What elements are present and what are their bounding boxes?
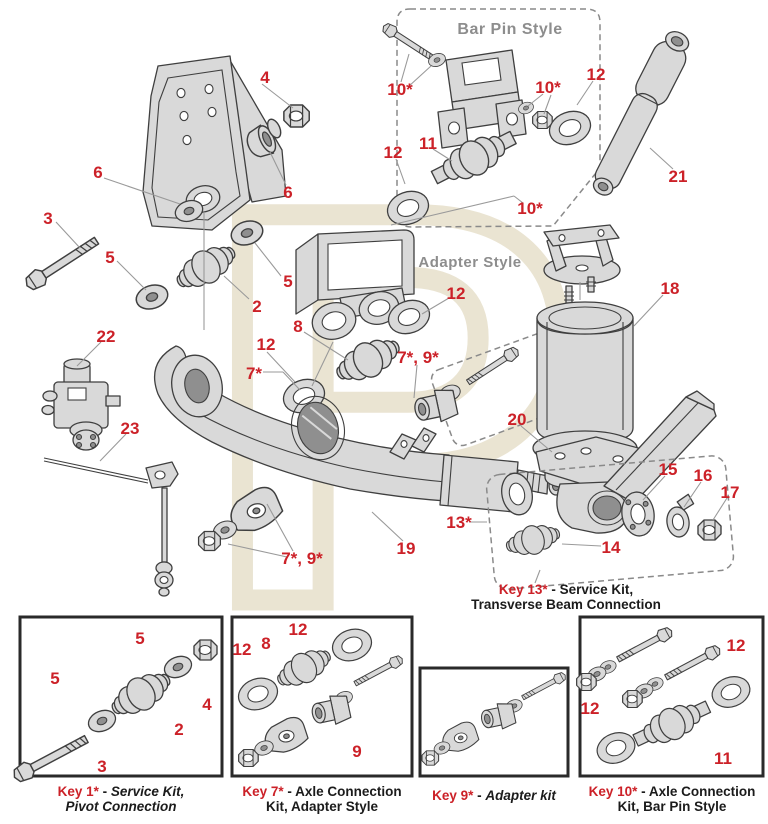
- part-callout-12-25: 12: [384, 143, 403, 162]
- key13-key: Key 13*: [498, 582, 548, 597]
- kit1-line2: Pivot Connection: [65, 799, 177, 814]
- bar-pin-kit-dashed-box: [396, 8, 601, 228]
- part-axle-seat: [295, 229, 415, 340]
- part-callout-12-10: 12: [257, 335, 276, 354]
- part-6-cup-bushing: [241, 118, 282, 163]
- part-callout-6-6: 6: [283, 183, 292, 202]
- part-callout-13*-17: 13*: [446, 513, 472, 532]
- part-callout-12-37: 12: [233, 640, 252, 659]
- part-callout-11-41: 11: [714, 749, 732, 768]
- part-callout-12-24: 12: [587, 65, 606, 84]
- part-callout-2-33: 2: [174, 720, 183, 739]
- key13-rest: - Service Kit,: [547, 582, 634, 597]
- part-callout-7*9*-16: 7*, 9*: [281, 549, 323, 568]
- adapter-style-title: Adapter Style: [418, 254, 522, 271]
- kit-caption-9: Key 9* - Adapter kit: [412, 788, 576, 803]
- part-21-shock-absorber: [592, 31, 690, 196]
- part-3-pivot-bolt: [21, 232, 103, 295]
- kit10-rest: Axle Connection: [648, 784, 756, 799]
- kit9-sep: -: [473, 788, 486, 803]
- key13-line2: Transverse Beam Connection: [471, 597, 661, 612]
- part-callout-12-40: 12: [581, 699, 600, 718]
- part-callout-7*9*-13: 7*, 9*: [397, 348, 439, 367]
- part-callout-7*-11: 7*: [246, 364, 262, 383]
- key13-caption: Key 13* - Service Kit, Transverse Beam C…: [426, 582, 706, 612]
- part-22-height-control-valve: [41, 358, 121, 451]
- part-callout-6-1: 6: [93, 163, 102, 182]
- part-16-tab-washer: [666, 493, 695, 538]
- part-7-nut: [197, 530, 222, 552]
- bar-pin-style-title: Bar Pin Style: [457, 21, 563, 38]
- part-callout-11-29: 11: [419, 134, 437, 153]
- kit7-key: Key 7*: [242, 784, 284, 799]
- kit1-sep: -: [98, 784, 111, 799]
- part-callout-21-23: 21: [669, 167, 688, 186]
- part-callout-5-4: 5: [283, 272, 292, 291]
- part-callout-10*-26: 10*: [387, 80, 413, 99]
- kit-caption-1: Key 1* - Service Kit, Pivot Connection: [20, 784, 222, 814]
- part-15-flange: [621, 491, 655, 537]
- kit9-rest: Adapter kit: [485, 788, 556, 803]
- part-callout-20-14: 20: [508, 410, 527, 429]
- kit7-sep: -: [283, 784, 296, 799]
- part-5-washer-left: [132, 280, 172, 314]
- part-23-linkage: [43, 457, 179, 597]
- part-callout-17-21: 17: [721, 483, 740, 502]
- part-callout-10*-28: 10*: [517, 199, 543, 218]
- part-10-nut: [532, 110, 553, 130]
- part-callout-2-3: 2: [252, 297, 261, 316]
- part-callout-8-9: 8: [293, 317, 302, 336]
- part-callout-8-36: 8: [261, 634, 270, 653]
- part-callout-12-35: 12: [289, 620, 308, 639]
- part-17-nut: [697, 519, 722, 541]
- part-callout-5-2: 5: [105, 248, 114, 267]
- part-callout-3-0: 3: [43, 209, 52, 228]
- kit10-sep: -: [637, 784, 649, 799]
- kit1-key: Key 1*: [57, 784, 99, 799]
- kit7-line2: Kit, Adapter Style: [265, 799, 379, 814]
- part-callout-14-18: 14: [602, 538, 621, 557]
- part-callout-15-19: 15: [659, 460, 678, 479]
- part-callout-5-31: 5: [50, 669, 59, 688]
- part-callout-5-30: 5: [135, 629, 144, 648]
- part-callout-23-8: 23: [121, 419, 140, 438]
- part-13-washer: [501, 472, 533, 516]
- kit10-key: Key 10*: [588, 784, 638, 799]
- part-callout-22-7: 22: [97, 327, 116, 346]
- part-callout-12-39: 12: [727, 636, 746, 655]
- part-frame-hanger: [142, 55, 287, 231]
- kit9-key: Key 9*: [432, 788, 474, 803]
- part-callout-12-12: 12: [447, 284, 466, 303]
- part-callout-16-20: 16: [694, 466, 713, 485]
- kit1-rest: Service Kit,: [110, 784, 185, 799]
- part-callout-10*-27: 10*: [535, 78, 561, 97]
- part-4-nut: [283, 104, 310, 128]
- part-callout-4-5: 4: [260, 68, 270, 87]
- kit10-line2: Kit, Bar Pin Style: [617, 799, 727, 814]
- part-callout-18-22: 18: [661, 279, 680, 298]
- part-callout-4-32: 4: [202, 695, 212, 714]
- key13-kit-dashed-box: [485, 455, 735, 590]
- kit-caption-10: Key 10* - Axle Connection Kit, Bar Pin S…: [578, 784, 766, 814]
- kit7-rest: Axle Connection: [295, 784, 402, 799]
- part-callout-19-15: 19: [397, 539, 416, 558]
- part-callout-9-38: 9: [352, 742, 361, 761]
- part-callout-3-34: 3: [97, 757, 106, 776]
- kit-caption-7: Key 7* - Axle Connection Kit, Adapter St…: [232, 784, 412, 814]
